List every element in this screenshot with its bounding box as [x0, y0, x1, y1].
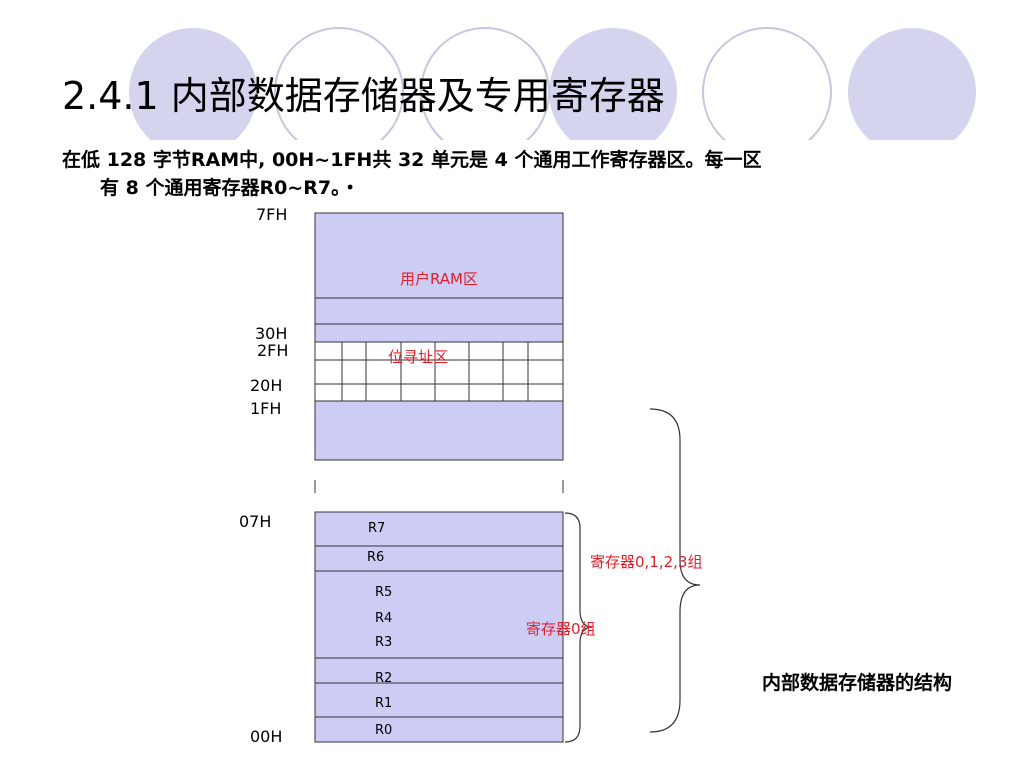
bit-addressable-label: 位寻址区 — [388, 348, 448, 366]
register-banks-upper-block — [314, 400, 564, 461]
register-label-r0: R0 — [375, 723, 392, 738]
register-label-r6: R6 — [367, 550, 384, 565]
body-line-2: 有 8 个通用寄存器R0~R7。・ — [100, 177, 360, 199]
register-label-r5: R5 — [375, 585, 392, 600]
register-label-r7: R7 — [368, 521, 385, 536]
address-label-00h: 00H — [250, 727, 283, 746]
group0-brace — [564, 512, 593, 743]
bit-addressable-grid — [315, 342, 563, 401]
register-bank-0-block — [314, 511, 564, 743]
address-label-30h: 30H — [255, 324, 288, 343]
diagram-caption: 内部数据存储器的结构 — [762, 672, 953, 694]
address-label-7fh: 7FH — [256, 205, 288, 224]
all-groups-label: 寄存器0,1,2,3组 — [590, 553, 702, 571]
register-dividers — [315, 545, 563, 718]
body-paragraph: 在低 128 字节RAM中, 00H~1FH共 32 单元是 4 个通用工作寄存… — [62, 146, 761, 202]
register-label-r3: R3 — [375, 635, 392, 650]
address-label-2fh: 2FH — [257, 341, 289, 360]
group0-label: 寄存器0组 — [526, 620, 596, 638]
address-label-20h: 20H — [250, 376, 283, 395]
address-label-1fh: 1FH — [250, 399, 282, 418]
address-label-07h: 07H — [239, 512, 272, 531]
register-label-r2: R2 — [375, 671, 392, 686]
body-line-1: 在低 128 字节RAM中, 00H~1FH共 32 单元是 4 个通用工作寄存… — [62, 149, 762, 171]
register-label-r4: R4 — [375, 611, 392, 626]
user-ram-block — [314, 212, 564, 343]
register-label-r1: R1 — [375, 696, 392, 711]
user-ram-label: 用户RAM区 — [400, 270, 478, 288]
page-title: 2.4.1 内部数据存储器及专用寄存器 — [62, 74, 665, 118]
header-circles-decoration — [129, 27, 976, 140]
all-groups-brace — [649, 408, 701, 733]
